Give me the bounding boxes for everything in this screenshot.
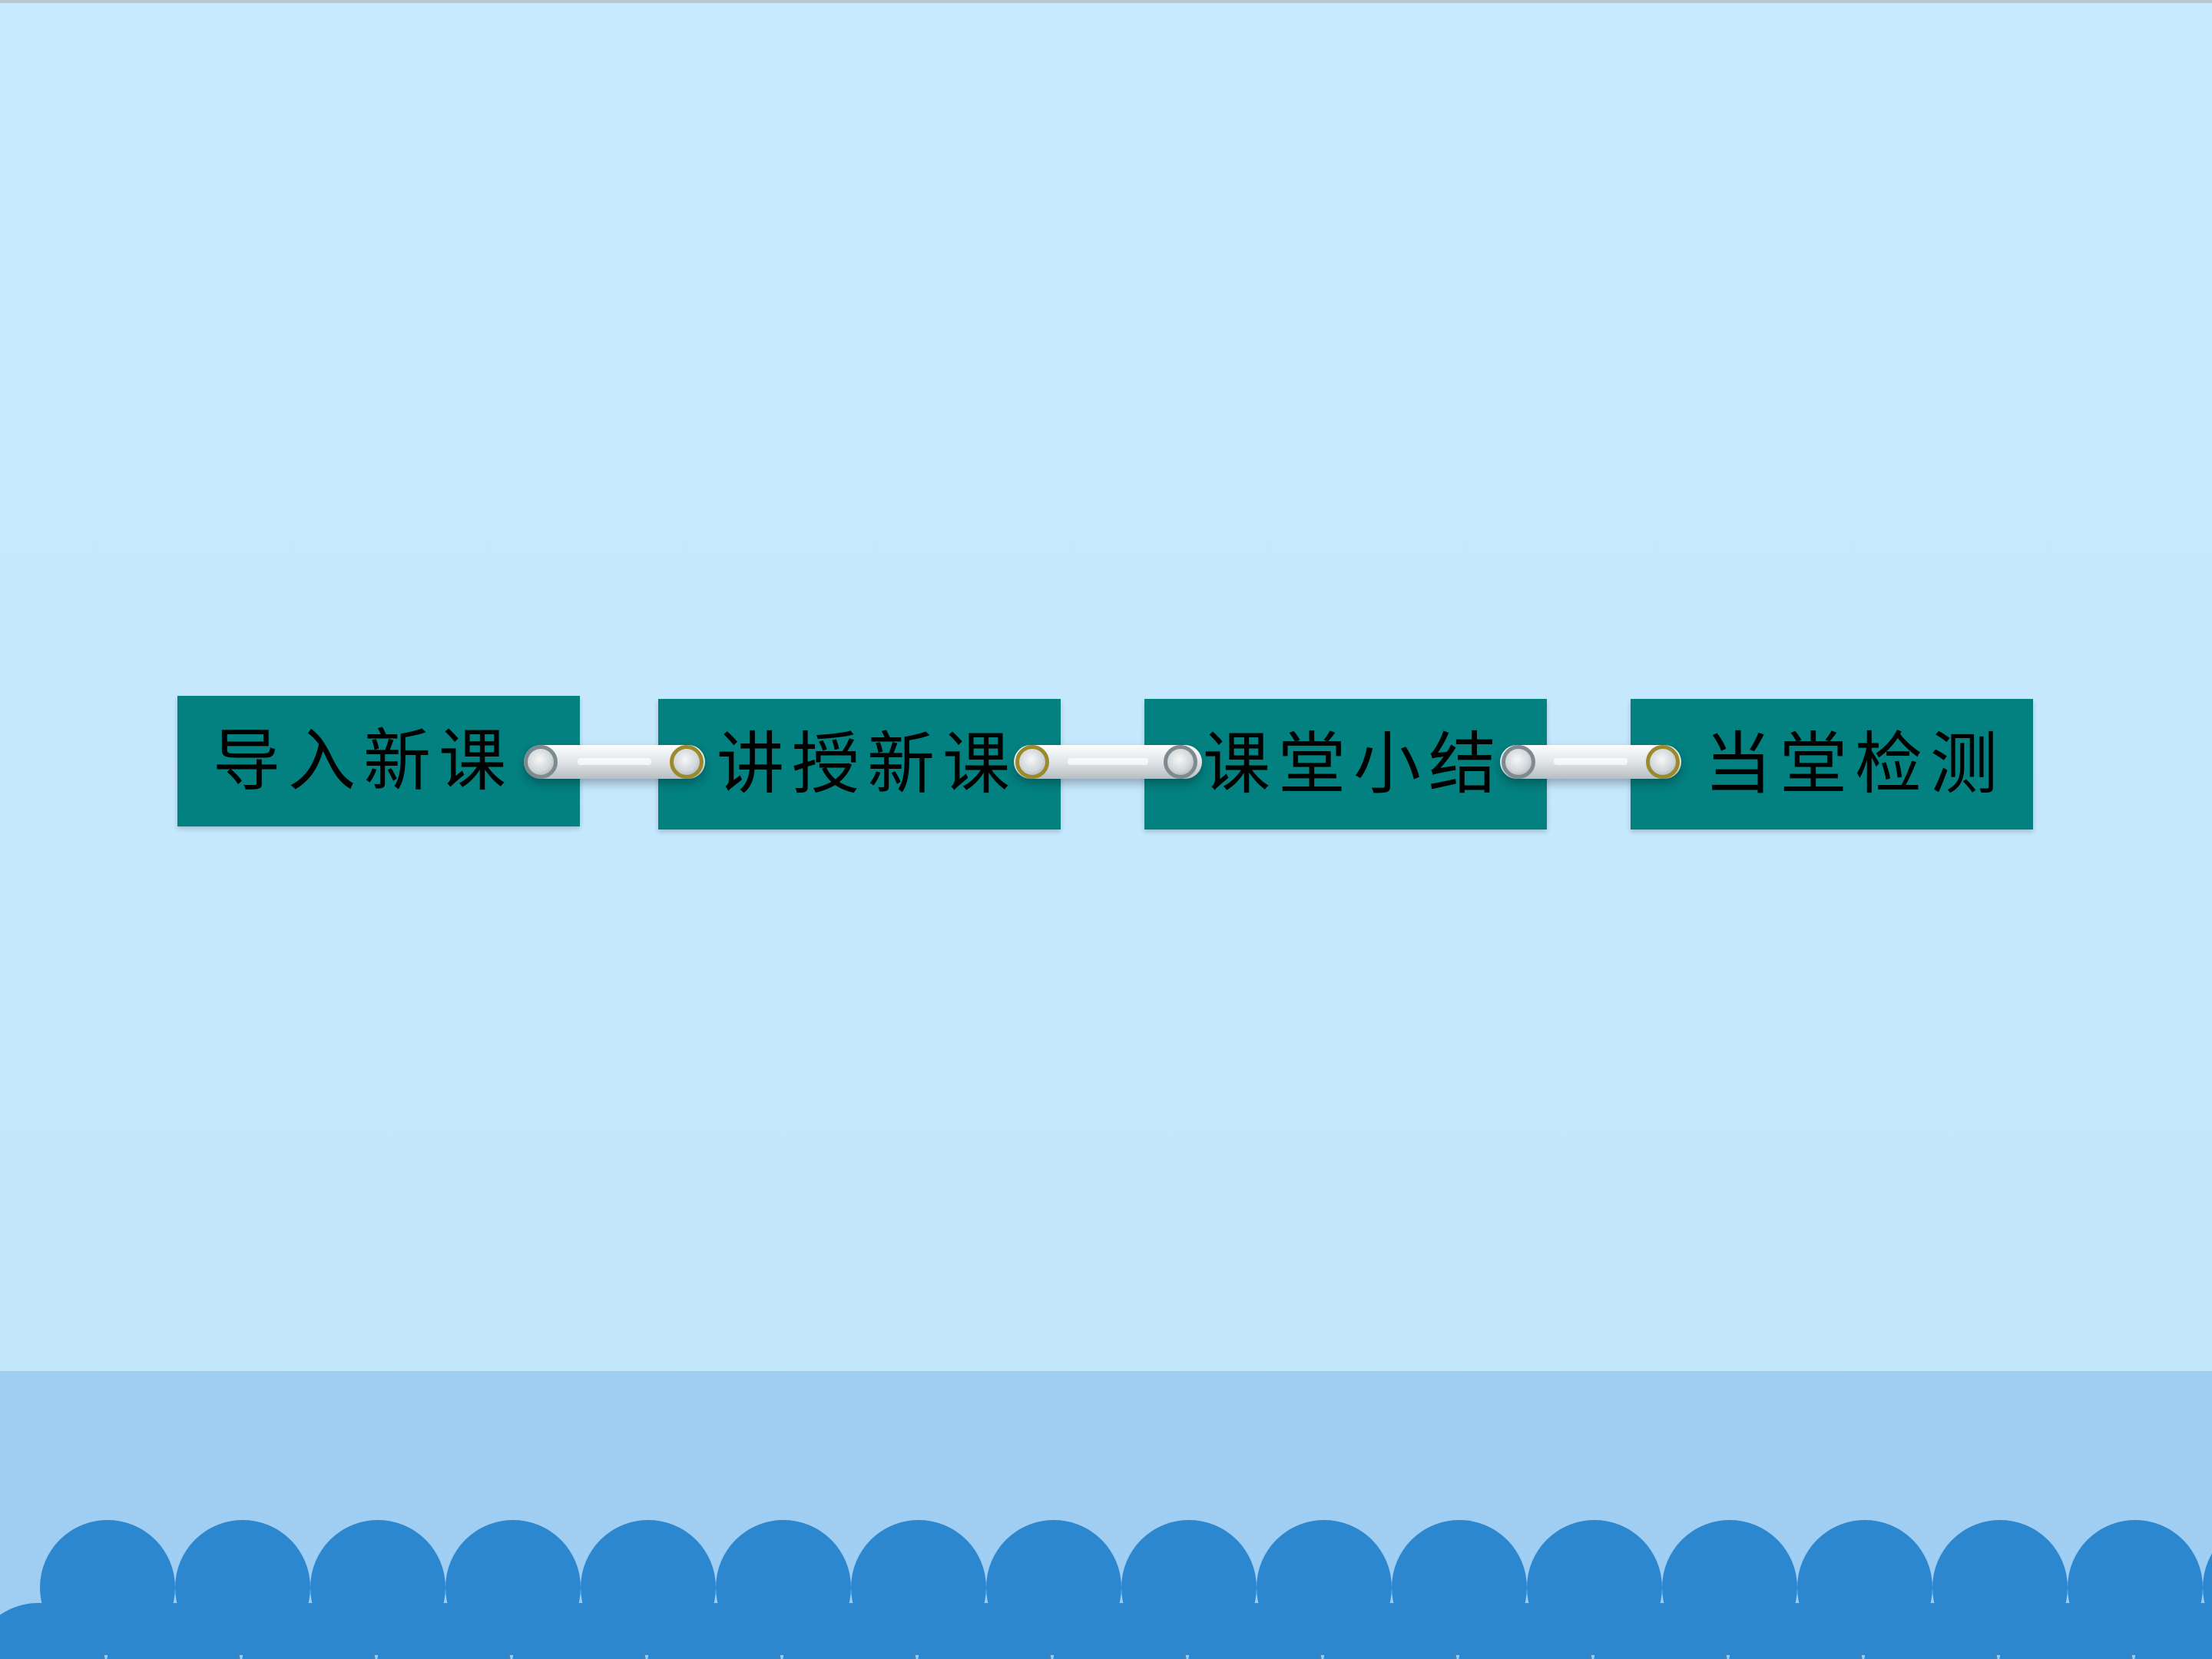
wave-scallop [377,1603,511,1659]
top-rule [0,0,2212,3]
wave-scallop [242,1603,376,1659]
rivet-icon [524,745,558,779]
step-label: 导入新课 [212,721,514,800]
step-label: 当堂检测 [1704,724,2005,803]
wave-scallop [2134,1603,2212,1659]
wave-scallop [1459,1603,1592,1659]
step-label: 讲授新课 [716,724,1018,803]
wave-scallop [1864,1603,1998,1659]
rivet-icon [1015,745,1049,779]
wave-scallop [512,1603,646,1659]
wave-scallop [0,1603,105,1659]
wave-scallop [1188,1603,1322,1659]
wave-scallop [1594,1603,1727,1659]
wave-scallop [1323,1603,1457,1659]
wave-scallop [1999,1603,2133,1659]
wave-scallop [918,1603,1051,1659]
wave-scallop [783,1603,916,1659]
wave-scallop [1729,1603,1863,1659]
wave-pattern [0,1520,2212,1659]
step-label: 课堂小结 [1202,724,1504,803]
step-box-teaching[interactable]: 讲授新课 [658,699,1061,830]
wave-scallop [107,1603,240,1659]
wave-band [0,1371,2212,1659]
step-box-test[interactable]: 当堂检测 [1631,699,2033,830]
rivet-icon [1502,745,1535,779]
wave-scallop [647,1603,781,1659]
wave-scallop [1053,1603,1187,1659]
rivet-icon [1164,745,1197,779]
rivet-icon [670,745,704,779]
step-box-intro[interactable]: 导入新课 [177,696,580,826]
rivet-icon [1646,745,1680,779]
step-box-summary[interactable]: 课堂小结 [1144,699,1547,830]
